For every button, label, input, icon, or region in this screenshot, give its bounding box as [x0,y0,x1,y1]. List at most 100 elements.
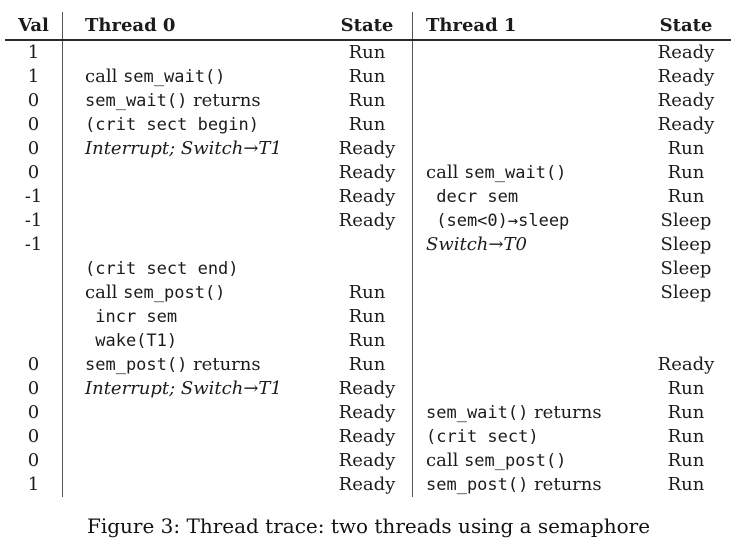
table-row: -1 Switch→T0 Sleep [5,233,731,257]
thread0-cell [63,161,322,185]
val-cell [5,329,63,353]
thread0-cell: Interrupt; Switch→T1 [85,138,282,159]
state0-cell: Run [348,306,386,327]
val-cell: -1 [5,209,63,233]
state1-cell: Sleep [660,282,712,303]
thread0-cell: sem_post() returns [85,354,261,375]
col-header-state0: State [340,15,394,36]
thread1-cell: sem_wait() returns [412,401,641,425]
thread1-cell: call sem_post() [412,449,641,473]
thread0-cell: Interrupt; Switch→T1 [85,378,282,399]
state1-cell: Sleep [660,258,712,279]
figure-caption: Figure 3: Thread trace: two threads usin… [86,514,651,538]
state0-cell: Run [348,330,386,351]
thread0-cell: wake(T1) [85,331,178,351]
thread0-cell [63,233,322,257]
val-cell: 0 [5,377,63,401]
state0-cell: Ready [338,210,396,231]
state1-cell: Run [667,450,705,471]
thread1-cell [412,41,641,65]
state0-cell: Run [348,114,386,135]
table-row: wake(T1) Run [5,329,731,353]
state1-cell: Run [667,426,705,447]
state1-cell: Ready [657,90,715,111]
val-cell: -1 [5,233,63,257]
thread1-cell: sem_post() returns [412,473,641,497]
thread1-cell [412,257,641,281]
val-cell: 0 [5,425,63,449]
state0-cell: Ready [338,186,396,207]
table-row: 1 Ready sem_post() returns Run [5,473,731,497]
val-cell: 0 [5,449,63,473]
val-cell: -1 [5,185,63,209]
state1-cell: Ready [657,42,715,63]
state1-cell: Ready [657,66,715,87]
val-cell: 1 [5,473,63,497]
val-cell: 1 [5,65,63,89]
state0-cell: Ready [338,450,396,471]
thread0-cell: call sem_wait() [85,66,226,87]
val-cell: 0 [5,89,63,113]
thread1-cell [412,305,641,329]
state0-cell: Run [348,354,386,375]
thread0-cell [63,425,322,449]
thread0-cell [63,473,322,497]
state1-cell: Run [667,474,705,495]
thread1-cell [412,113,641,137]
state1-cell: Run [667,402,705,423]
thread0-cell [63,209,322,233]
thread0-cell [63,185,322,209]
val-cell [5,281,63,305]
val-cell: 0 [5,161,63,185]
thread1-cell [412,137,641,161]
state0-cell: Run [348,66,386,87]
state0-cell: Run [348,90,386,111]
state1-cell: Sleep [660,210,712,231]
thread1-cell: decr sem [412,185,641,209]
thread0-cell [63,41,322,65]
state0-cell: Ready [338,378,396,399]
val-cell: 0 [5,137,63,161]
state1-cell: Sleep [660,234,712,255]
val-cell: 0 [5,353,63,377]
table-row: -1 Ready decr sem Run [5,185,731,209]
val-cell [5,257,63,281]
val-cell: 0 [5,401,63,425]
thread1-cell [412,353,641,377]
thread1-cell [412,329,641,353]
state1-cell: Ready [657,354,715,375]
thread1-cell [412,377,641,401]
table-row: 0 Ready call sem_post() Run [5,449,731,473]
state0-cell [322,257,412,281]
table-row: 0 sem_wait() returns Run Ready [5,89,731,113]
state0-cell: Ready [338,474,396,495]
state0-cell: Ready [338,138,396,159]
thread1-cell: (crit sect) [412,425,641,449]
col-header-state1: State [659,15,713,36]
col-header-thread0: Thread 0 [85,15,176,36]
table-row: 1 call sem_wait() Run Ready [5,65,731,89]
state1-cell: Ready [657,114,715,135]
table-row: 0 Ready (crit sect) Run [5,425,731,449]
thread0-cell: call sem_post() [85,282,226,303]
state1-cell: Run [667,186,705,207]
thread1-cell [412,281,641,305]
table-row: 0 sem_post() returns Run Ready [5,353,731,377]
state0-cell: Ready [338,426,396,447]
thread0-cell: sem_wait() returns [85,90,261,111]
state1-cell [641,329,731,353]
table-row: -1 Ready (sem<0)→sleep Sleep [5,209,731,233]
thread1-cell: (sem<0)→sleep [412,209,641,233]
val-cell: 1 [5,41,63,65]
thread1-cell: Switch→T0 [412,233,641,257]
thread1-cell: call sem_wait() [412,161,641,185]
